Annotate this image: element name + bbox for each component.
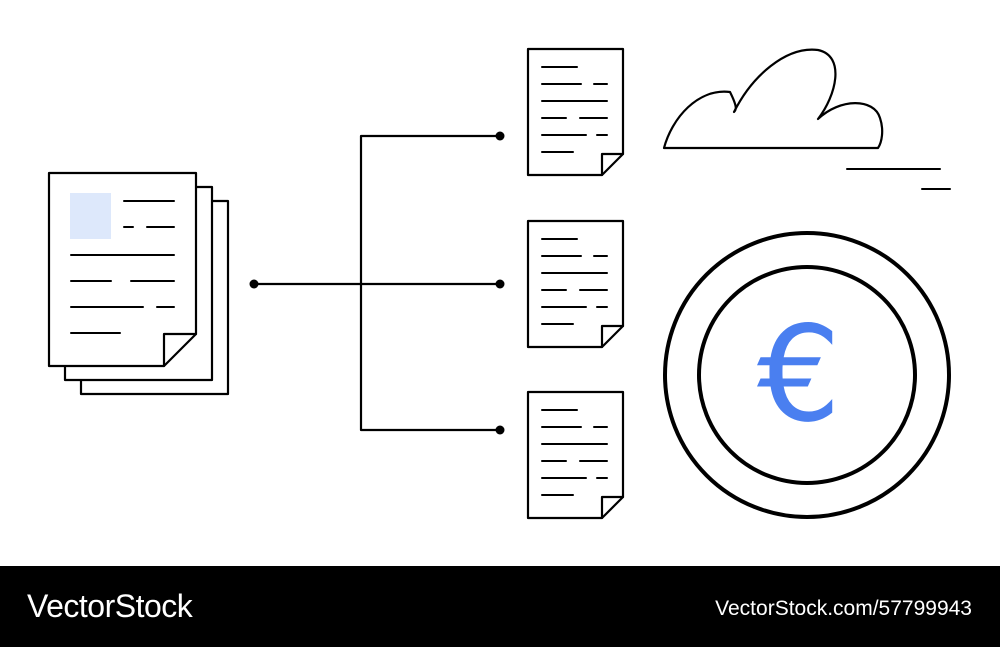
euro-coin-icon: € (663, 231, 951, 519)
connector-end-dot-middle (495, 279, 505, 289)
connector-start-dot (249, 279, 259, 289)
connector-end-dot-top (495, 131, 505, 141)
connector-end-dot-bottom (495, 425, 505, 435)
brand-logo: VectorStock (27, 588, 193, 624)
cloud-icon (662, 48, 951, 190)
illustration-canvas: € (47, 47, 951, 520)
image-id-label: VectorStock.com/57799943 (715, 597, 972, 620)
watermark-footer: VectorStock VectorStock.com/57799943 (0, 566, 1000, 647)
document-icon-bottom (526, 390, 625, 520)
document-image-placeholder (70, 193, 111, 239)
document-icon-top (526, 47, 625, 177)
flowchart-connector-icon (249, 131, 505, 435)
document-icon-middle (526, 219, 625, 349)
document-stack-icon (47, 171, 230, 396)
euro-symbol: € (757, 298, 841, 452)
